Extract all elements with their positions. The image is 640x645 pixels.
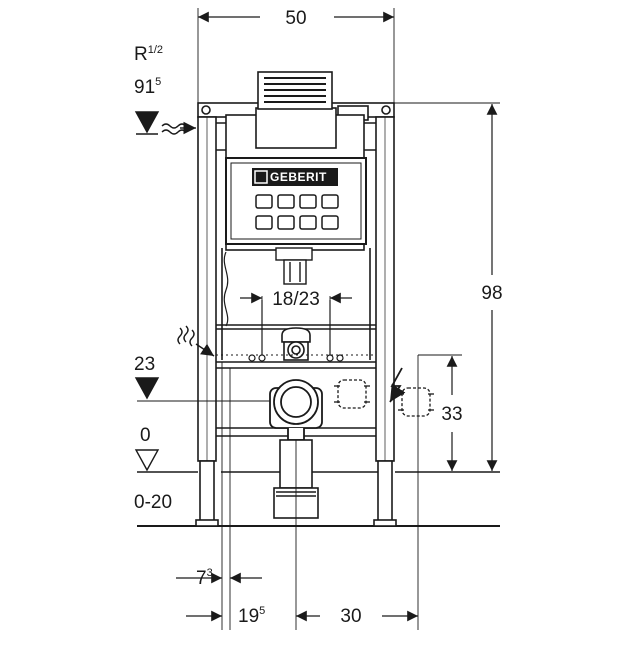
dim-drain-axis: 195 <box>238 605 265 627</box>
drain-elbow <box>269 379 323 441</box>
dim-frame-width: 50 <box>285 8 306 29</box>
flush-actuator-plate: GEBERIT <box>225 157 367 245</box>
geberit-logo: GEBERIT <box>252 168 338 186</box>
drain-wave-icon <box>177 325 215 357</box>
dim-floor-adjustment: 0-20 <box>134 492 172 513</box>
brand-logo-text: GEBERIT <box>270 170 327 184</box>
extension-lines <box>137 8 500 630</box>
svg-text:R1/2: R1/2 <box>134 44 163 65</box>
dim-electrical-axis: 30 <box>340 606 361 627</box>
dim-electrical-height: 33 <box>441 404 462 425</box>
dim-leg-offset: 73 <box>196 567 213 589</box>
water-supply-label: R1/2 915 <box>134 44 163 98</box>
flush-pipe <box>275 247 313 285</box>
svg-text:195: 195 <box>238 605 265 627</box>
dim-frame-height: 98 <box>481 283 502 304</box>
level-markers <box>134 111 160 472</box>
actuator-buttons <box>255 194 339 230</box>
flush-hose <box>223 251 229 327</box>
dim-floor-level: 0 <box>140 425 151 446</box>
svg-text:915: 915 <box>134 76 161 98</box>
cistern-vent-grill <box>257 71 333 110</box>
water-supply-fitting <box>281 327 311 361</box>
electrical-lightning-icon <box>389 367 406 403</box>
water-wave-icon <box>161 121 196 135</box>
svg-text:73: 73 <box>196 567 213 589</box>
dim-flush-bend-spacing: 18/23 <box>272 289 320 310</box>
dim-drain-height: 23 <box>134 354 155 375</box>
dimension-arrows <box>176 11 498 622</box>
fixing-bolts <box>248 300 344 362</box>
